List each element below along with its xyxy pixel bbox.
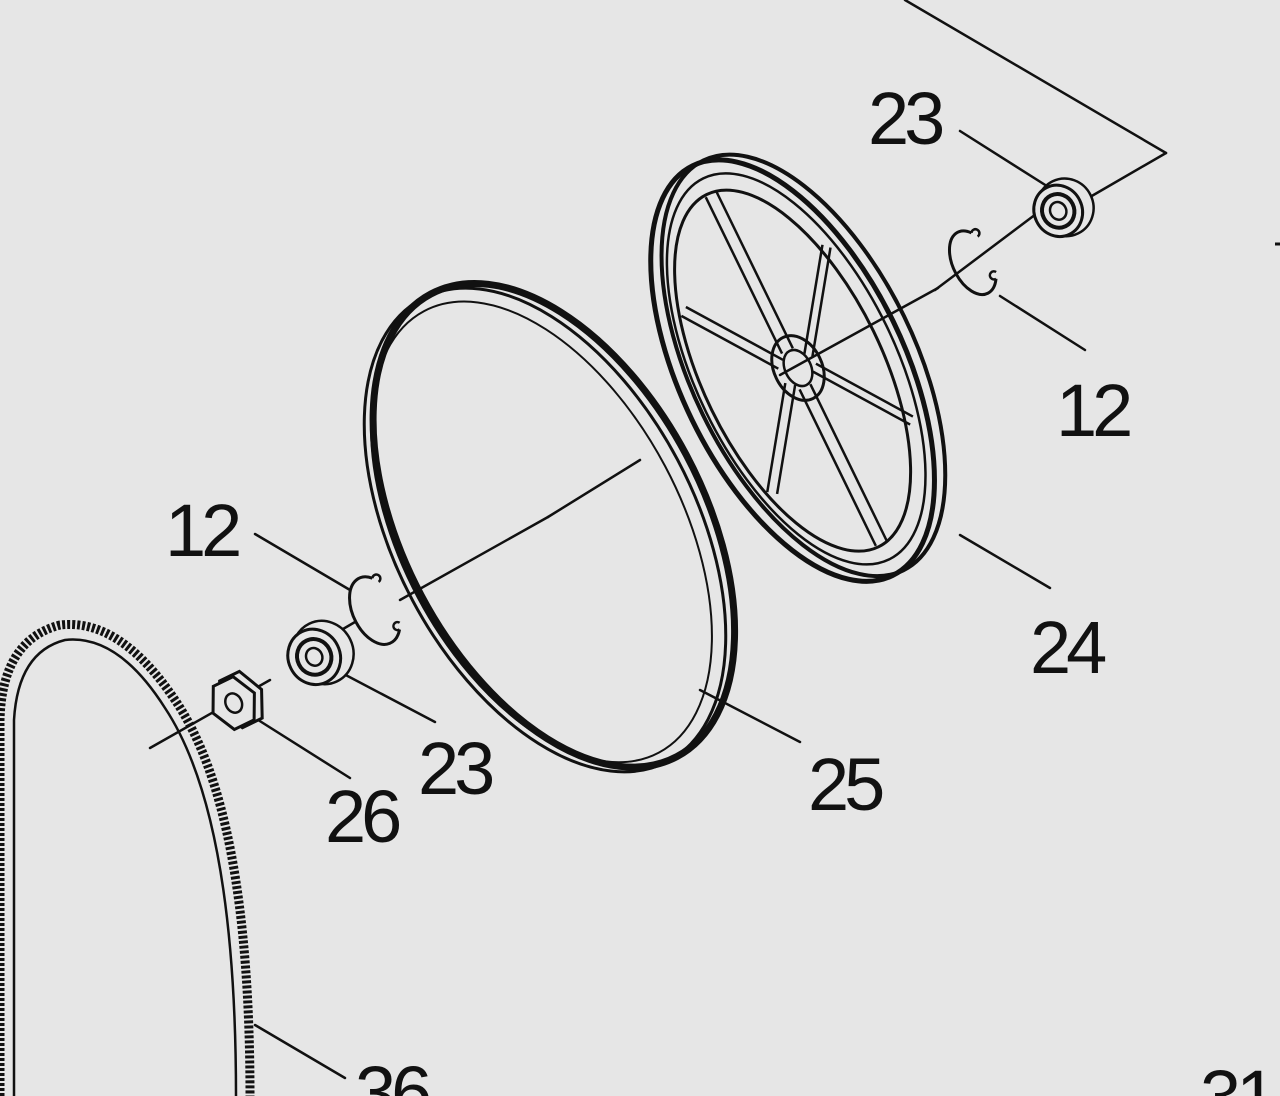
callout-blade: 36	[355, 1051, 429, 1096]
callout-labels: 23 12 24 25 12 23 26 36 31	[165, 77, 1279, 1096]
bearing-top-23	[1032, 177, 1095, 239]
bearing-bottom-23	[286, 619, 355, 687]
circlip-top-12	[948, 228, 998, 296]
tire-25	[362, 279, 739, 774]
nut-26	[211, 669, 264, 732]
callout-nut: 26	[325, 775, 399, 858]
wheel-24	[648, 152, 948, 584]
circlip-bottom-12	[348, 573, 402, 646]
callout-tire: 25	[808, 743, 883, 826]
callout-edge-fragment: 31	[1200, 1055, 1274, 1096]
callout-circlip-bottom: 12	[165, 489, 239, 572]
callout-bearing-top: 23	[868, 77, 942, 160]
callout-wheel: 24	[1030, 606, 1105, 689]
blade-36	[0, 619, 255, 1096]
callout-circlip-top: 12	[1056, 369, 1130, 452]
callout-bearing-bottom: 23	[418, 727, 492, 810]
leader-lines	[148, 0, 1168, 1080]
